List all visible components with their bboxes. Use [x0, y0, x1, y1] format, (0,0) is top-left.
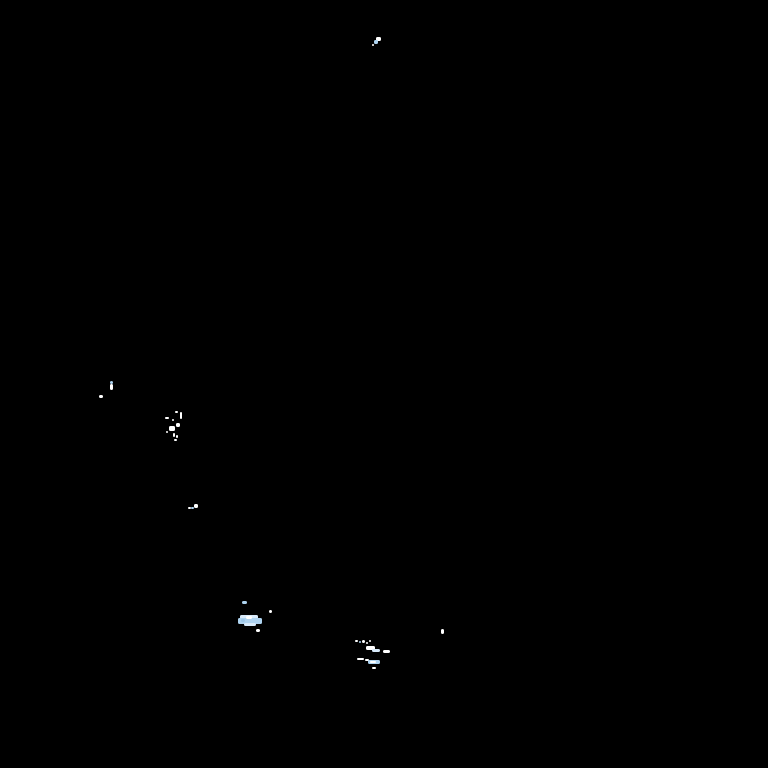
light-speck — [99, 395, 103, 398]
light-speck — [110, 381, 113, 384]
light-speck — [366, 646, 375, 650]
light-speck — [269, 610, 272, 613]
light-speck — [355, 640, 358, 642]
light-speck — [241, 619, 245, 622]
light-speck — [376, 37, 381, 41]
light-speck — [238, 618, 262, 624]
light-speck — [244, 623, 256, 626]
light-speck — [374, 40, 378, 44]
light-speck — [359, 641, 361, 643]
light-speck — [166, 431, 168, 433]
light-speck — [370, 661, 376, 663]
light-speck — [242, 601, 247, 604]
light-speck — [174, 439, 177, 441]
light-speck — [366, 642, 368, 644]
light-speck — [180, 412, 182, 419]
light-speck — [110, 384, 113, 390]
light-speck — [169, 426, 175, 431]
light-speck — [173, 433, 175, 437]
light-speck — [256, 629, 260, 632]
light-speck — [362, 640, 365, 643]
light-speck — [372, 44, 374, 46]
light-speck — [369, 640, 371, 642]
light-speck — [176, 435, 178, 438]
light-speck — [372, 667, 376, 669]
light-speck — [165, 417, 169, 419]
light-speck — [172, 419, 174, 421]
light-speck — [191, 507, 194, 509]
light-speck — [194, 504, 198, 508]
light-speck — [246, 616, 252, 619]
light-speck — [175, 411, 178, 413]
light-speck — [365, 659, 369, 661]
light-speck — [188, 507, 191, 509]
light-speck — [383, 650, 390, 653]
light-speck — [176, 423, 180, 427]
light-speck — [357, 658, 364, 660]
light-speck — [441, 629, 444, 634]
light-speck — [372, 649, 380, 652]
